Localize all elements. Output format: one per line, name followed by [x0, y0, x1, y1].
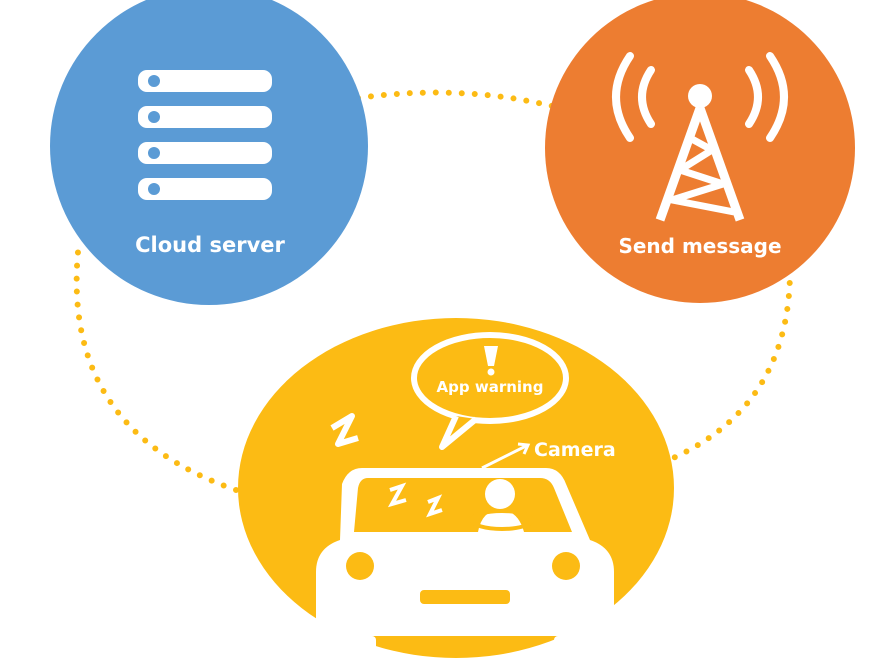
speech-bubble-icon: App warning: [411, 332, 569, 450]
cloud-server-node: Cloud server: [50, 0, 368, 305]
camera-label: Camera: [534, 439, 616, 461]
connector-cloud-to-message: [355, 89, 555, 109]
car-icon: [316, 468, 614, 658]
warning-mark-icon: [484, 346, 498, 366]
camera-arrow-icon: [481, 442, 531, 470]
app-warning-label: App warning: [437, 378, 544, 396]
send-message-node: Send message: [545, 0, 855, 303]
connector-car-to-cloud: [73, 249, 239, 493]
server-icon: [138, 70, 272, 200]
signal-tower-icon: [612, 52, 788, 222]
send-message-label: Send message: [618, 234, 781, 258]
driver-monitor-node: App warning Camera: [238, 318, 674, 658]
dotted-connector-ring: [73, 89, 793, 493]
cloud-server-label: Cloud server: [135, 233, 285, 257]
sleep-z-icon: [330, 413, 359, 447]
